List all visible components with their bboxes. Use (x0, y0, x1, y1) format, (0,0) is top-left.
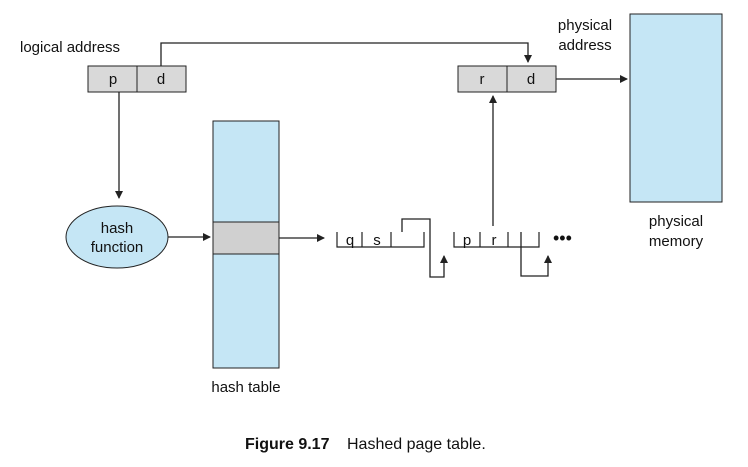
offset-arrow (160, 42, 532, 66)
chain-element: q s (336, 218, 448, 278)
hash-function: hash function (65, 205, 169, 269)
physical-address-label-line2: address (558, 37, 611, 54)
physical-address-label-line1: physical (558, 17, 612, 34)
chain-element: p r (453, 232, 552, 277)
chain-element-frame: s (373, 232, 381, 249)
logical-offset-field: d (157, 71, 165, 88)
physical-memory-label-line1: physical (649, 213, 703, 230)
chain-ellipsis: ••• (553, 228, 572, 248)
figure-caption: Figure 9.17 Hashed page table. (245, 436, 486, 453)
chain-element-page: q (346, 232, 354, 249)
logical-address-label: logical address (20, 39, 120, 56)
caption-figure-number: Figure 9.17 (245, 436, 330, 453)
logical-address-register: p d (87, 65, 187, 93)
hash-table-entry (212, 221, 280, 255)
physical-address-register: r d (457, 65, 557, 93)
hash-function-line2: function (91, 239, 144, 256)
chain-element-frame: r (492, 232, 497, 249)
physical-memory-label-line2: memory (649, 233, 704, 250)
caption-text: Hashed page table. (347, 436, 486, 453)
hash-function-line1: hash (101, 220, 134, 237)
physical-memory (629, 13, 723, 203)
hash-table (212, 120, 280, 369)
hash-table-label: hash table (211, 379, 280, 396)
physical-offset-field: d (527, 71, 535, 88)
chain-next-pointer (520, 232, 552, 277)
physical-frame-field: r (480, 71, 485, 88)
logical-page-field: p (109, 71, 117, 88)
chain-next-pointer (401, 218, 448, 278)
chain-element-page: p (463, 232, 471, 249)
